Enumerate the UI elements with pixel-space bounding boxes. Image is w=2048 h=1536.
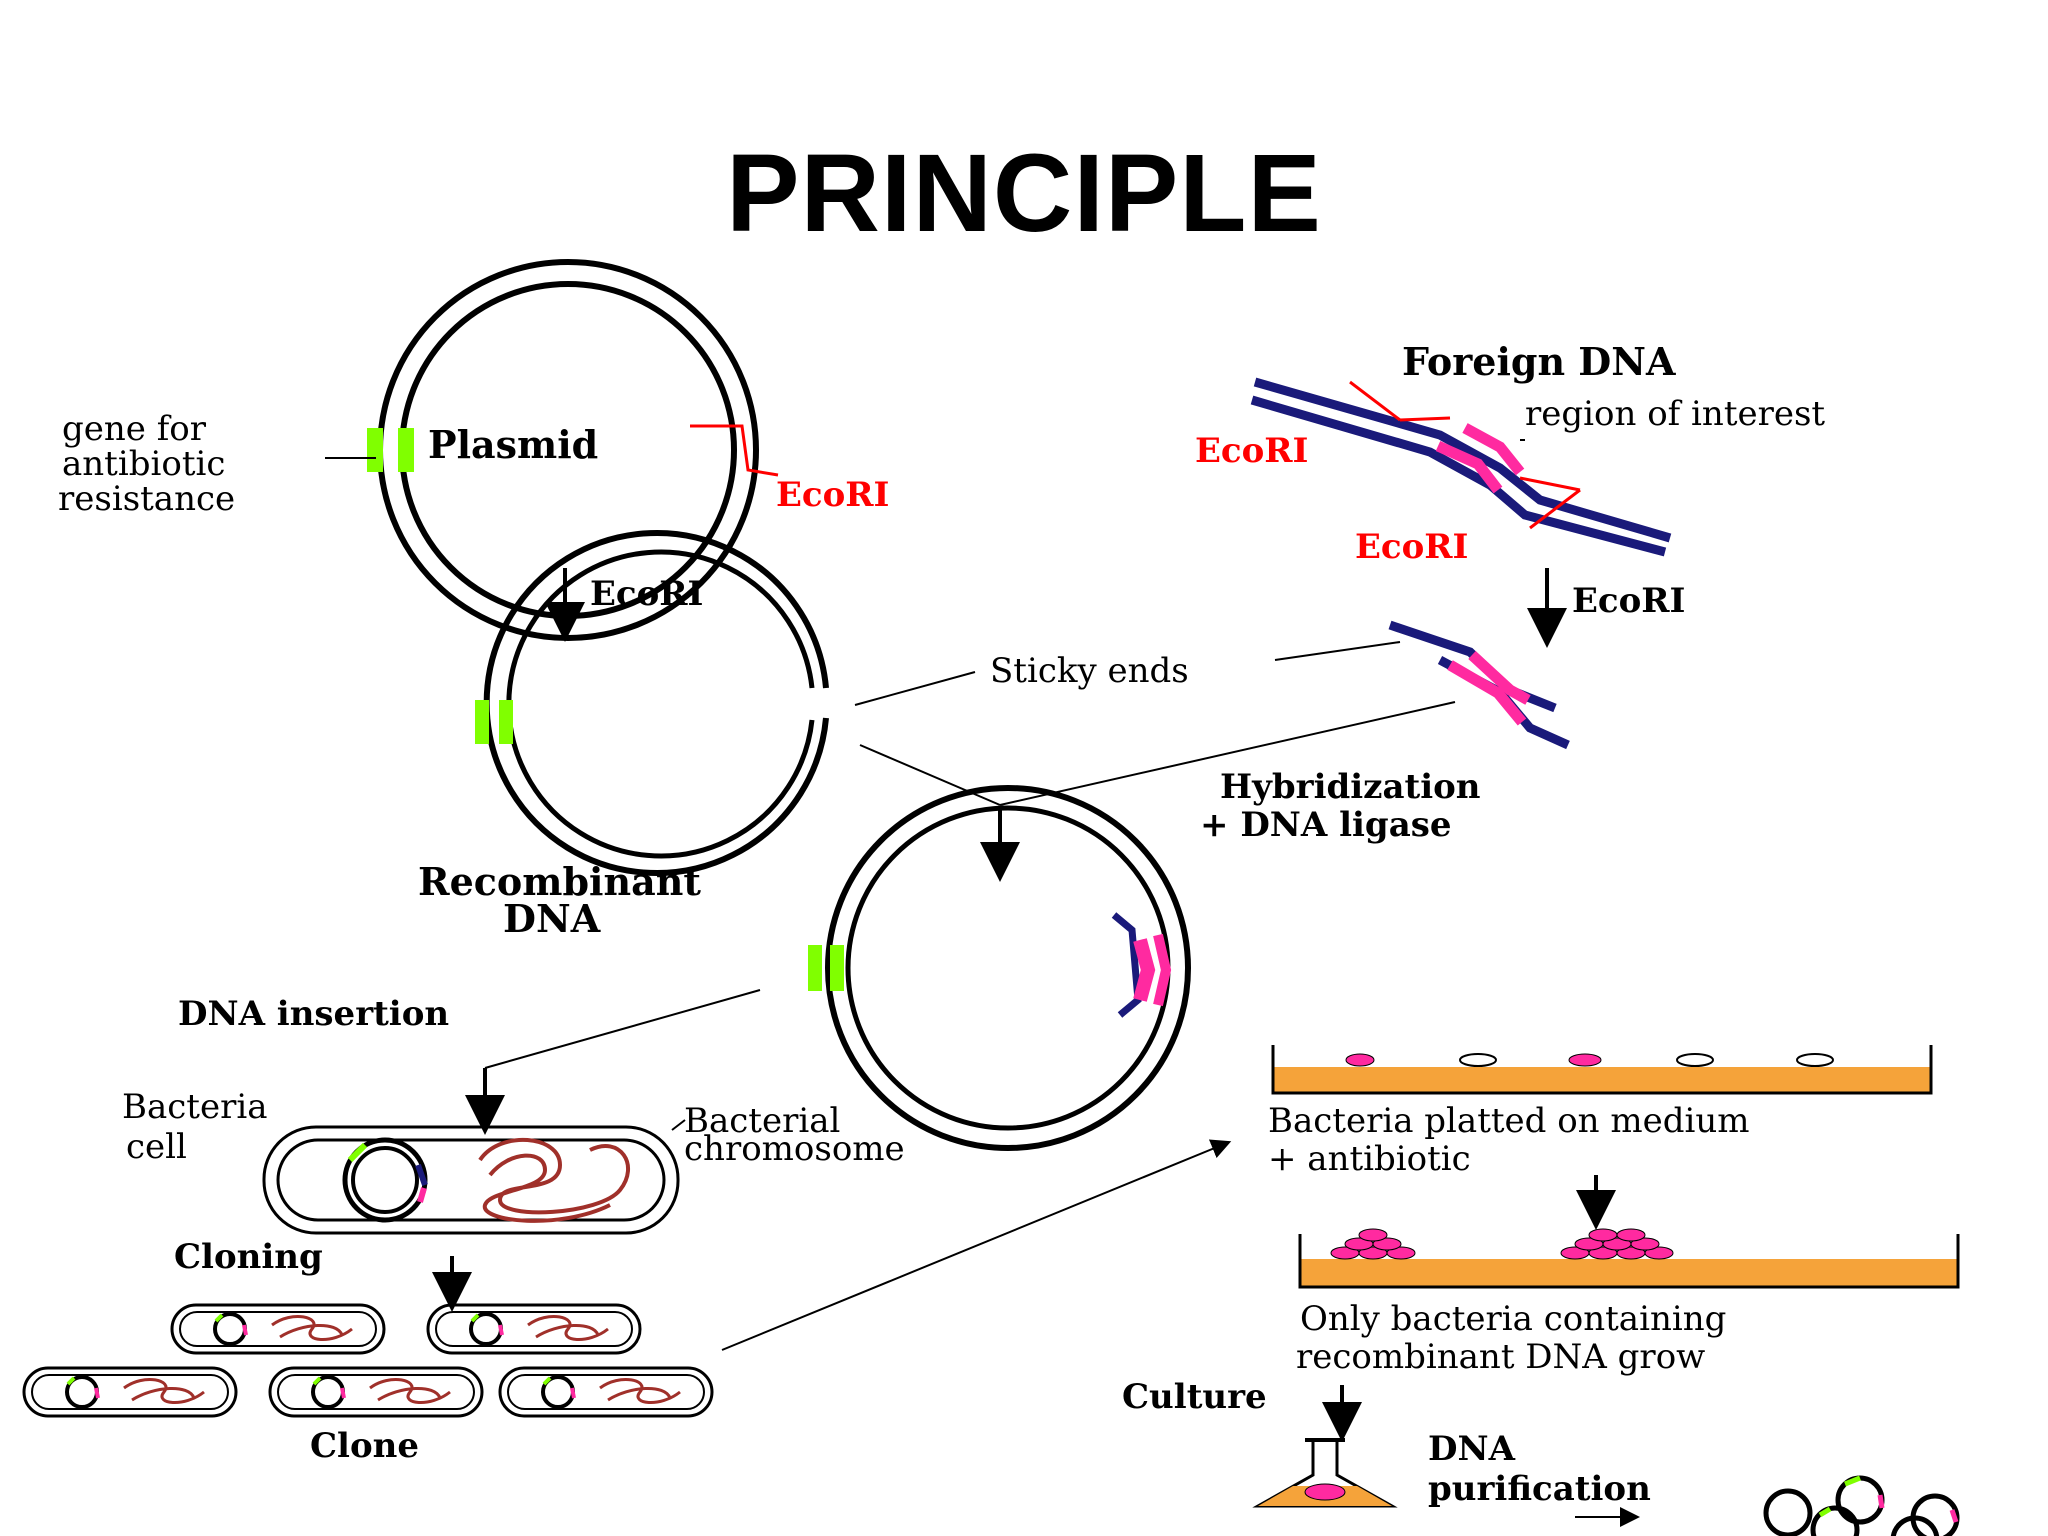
culture-flask [1252,1438,1398,1508]
purification-label-line1: DNA [1428,1429,1516,1469]
gene-label-line3: resistance [58,479,235,519]
clone-cell [498,1366,714,1418]
recombinant-label-line2: DNA [503,896,601,941]
plate-recombinant-growth [1298,1228,1960,1289]
plated-label-line2: + antibiotic [1268,1139,1471,1179]
sticky-ends-label: Sticky ends [990,651,1189,691]
gene-label-line2: antibiotic [62,444,225,484]
ecori-label-plasmid: EcoRI [776,475,889,515]
ecori-arrow-left-label: EcoRI [590,574,703,614]
recombinant-dna [808,785,1191,1151]
bacteria-cell-label-line2: cell [126,1127,187,1167]
dna-insertion-label: DNA insertion [178,994,449,1034]
plated-label-line1: Bacteria platted on medium [1268,1101,1750,1141]
clone-group [22,1303,714,1418]
foreign-dna [1250,377,1672,557]
bacteria-cell [262,1125,680,1235]
region-of-interest-label: region of interest [1525,394,1825,434]
bacterial-chromosome-label-line2: chromosome [684,1129,905,1169]
clone-cell [22,1366,238,1418]
resistance-gene-marker [367,428,383,472]
plasmid-label: Plasmid [428,422,598,467]
clone-to-plate-arrow [721,1139,1232,1351]
cut-plasmid [475,530,829,876]
ecori-arrow-right-label: EcoRI [1572,581,1685,621]
plate-medium-antibiotic [1271,1045,1933,1095]
bacteria-cell-label-line1: Bacteria [122,1087,267,1127]
slide-title: PRINCIPLE [726,132,1322,255]
ecori-site-plasmid [690,424,779,477]
clone-cell [170,1303,386,1355]
gene-label-line1: gene for [62,409,207,449]
cloning-label: Cloning [174,1237,323,1277]
hybridization-label-line1: Hybridization [1220,767,1481,807]
only-label-line2: recombinant DNA grow [1296,1337,1705,1377]
only-label-line1: Only bacteria containing [1300,1299,1726,1339]
region-of-interest-marker [1462,423,1525,476]
ecori-label-foreign-bottom: EcoRI [1355,527,1468,567]
sticky-ends-line-right [1274,641,1401,661]
culture-label: Culture [1122,1377,1267,1417]
clone-cell [268,1366,484,1418]
bacterial-chromosome-label-line1: Bacterial [684,1101,840,1141]
foreign-fragment [1388,620,1570,750]
purification-label-line2: purification [1428,1469,1651,1509]
ecori-label-foreign-top: EcoRI [1195,431,1308,471]
clone-label: Clone [310,1426,419,1466]
foreign-dna-label: Foreign DNA [1402,339,1676,384]
sticky-ends-line-left [854,671,976,706]
purified-plasmids [1763,1475,1960,1536]
hybridization-label-line2: + DNA ligase [1200,805,1452,845]
recombinant-label-line1: Recombinant [418,859,701,904]
clone-cell [426,1303,642,1355]
bacterial-chromosome [478,1138,631,1223]
